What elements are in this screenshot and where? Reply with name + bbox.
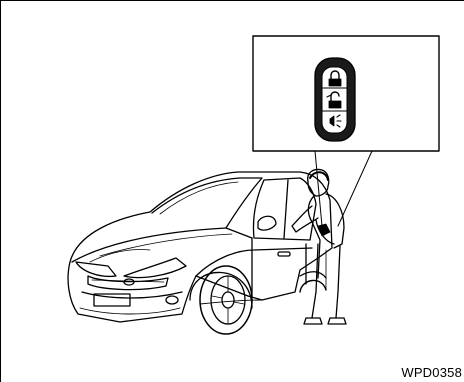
figure-id: WPD0358	[401, 365, 462, 380]
car-illustration	[68, 172, 332, 334]
